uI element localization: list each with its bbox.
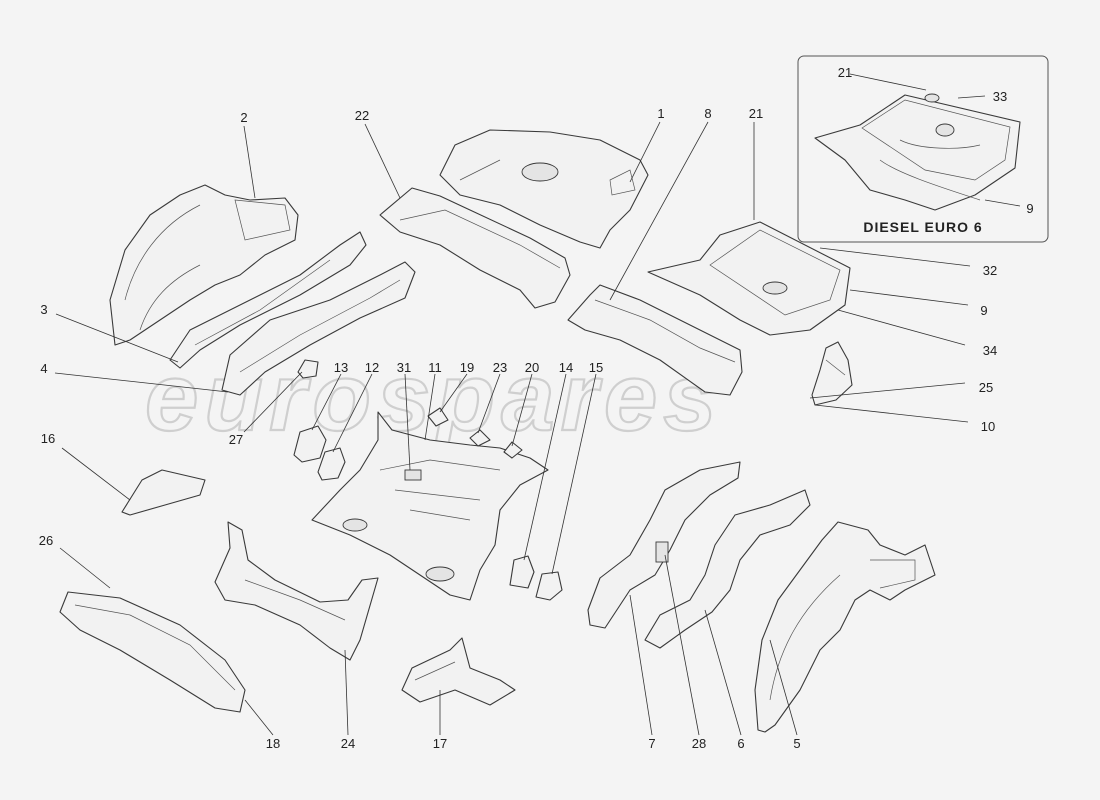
part-10-bracket[interactable]: [811, 341, 853, 406]
callout-1: 1: [657, 106, 664, 121]
part-17-bracket[interactable]: [401, 637, 516, 706]
part-24-frame[interactable]: [214, 521, 379, 661]
part-2-wheelhouse-left[interactable]: [109, 184, 299, 346]
part-9-inset-tray[interactable]: [814, 93, 1021, 211]
part-22-cross-member[interactable]: [379, 187, 571, 309]
part-20-clip[interactable]: [503, 441, 523, 459]
part-15-bracket[interactable]: [535, 571, 563, 601]
callout-14: 14: [559, 360, 573, 375]
part-8-beam[interactable]: [567, 284, 743, 396]
callout-3: 3: [40, 302, 47, 317]
part-5-wheelhouse-right[interactable]: [754, 521, 936, 733]
callout-23: 23: [493, 360, 507, 375]
part-18-panel[interactable]: [59, 591, 246, 713]
inset-frame: [797, 55, 1049, 243]
part-3-side-member[interactable]: [169, 231, 367, 369]
part-4-rail[interactable]: [221, 261, 416, 396]
callout-6: 6: [737, 736, 744, 751]
callout-2: 2: [240, 110, 247, 125]
part-16-bracket[interactable]: [121, 469, 206, 516]
callout-25: 25: [979, 380, 993, 395]
inset-title: DIESEL EURO 6: [863, 219, 982, 235]
part-6-rail[interactable]: [644, 489, 811, 649]
callout-13: 13: [334, 360, 348, 375]
leader-lines: [54, 73, 1021, 736]
part-27-clip[interactable]: [297, 359, 319, 379]
callout-11: 11: [428, 360, 442, 375]
callout-32: 32: [983, 263, 997, 278]
part-23-clip[interactable]: [469, 429, 491, 447]
callout-15: 15: [589, 360, 603, 375]
callout-8: 8: [704, 106, 711, 121]
part-31-floor-panel[interactable]: [311, 411, 549, 601]
callout-10: 10: [981, 419, 995, 434]
part-13-bracket[interactable]: [293, 425, 327, 463]
callout-12: 12: [365, 360, 379, 375]
callout-21: 21: [749, 106, 763, 121]
callout-28: 28: [692, 736, 706, 751]
callout-9-inset: 9: [1026, 201, 1033, 216]
callout-4: 4: [40, 361, 47, 376]
callout-16: 16: [41, 431, 55, 446]
callout-17: 17: [433, 736, 447, 751]
callout-18: 18: [266, 736, 280, 751]
part-12-bracket[interactable]: [317, 447, 346, 481]
callout-31: 31: [397, 360, 411, 375]
part-14-bracket[interactable]: [509, 555, 535, 589]
callout-9: 9: [980, 303, 987, 318]
callout-5: 5: [793, 736, 800, 751]
callout-26: 26: [39, 533, 53, 548]
part-19-clip[interactable]: [427, 407, 449, 427]
part-9-tray[interactable]: [647, 221, 851, 336]
callout-27: 27: [229, 432, 243, 447]
callout-33: 33: [993, 89, 1007, 104]
callout-34: 34: [983, 343, 997, 358]
callout-7: 7: [648, 736, 655, 751]
callout-22: 22: [355, 108, 369, 123]
callout-24: 24: [341, 736, 355, 751]
callout-20: 20: [525, 360, 539, 375]
inset-diesel-euro6: DIESEL EURO 6: [797, 55, 1049, 243]
callout-labels: 2 3 4 27 22 1 8 21 32 9 34 25 10 21 33 9…: [39, 65, 1034, 751]
callout-19: 19: [460, 360, 474, 375]
part-1-parcel-shelf[interactable]: [439, 129, 649, 249]
callout-21-inset: 21: [838, 65, 852, 80]
